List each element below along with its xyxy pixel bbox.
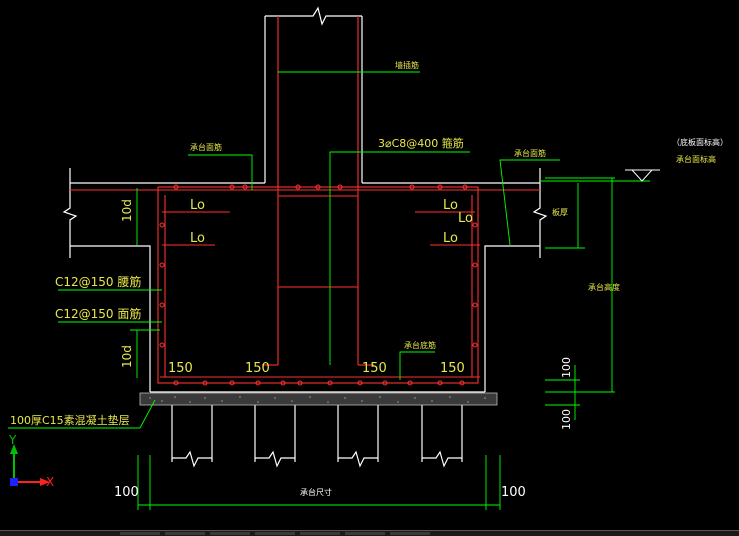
slab-bottom-left (70, 245, 151, 392)
leaders (8, 71, 650, 510)
cap-rebar-cage (157, 186, 479, 384)
ucs-axis-icon: Y X (8, 433, 54, 489)
cushion-hatch (149, 396, 486, 403)
label-side-1: C12@150 腰筋 (55, 274, 141, 289)
label-lo-right-3: Lo (443, 231, 458, 246)
label-150-a: 150 (168, 361, 193, 376)
annotations: 墙插筋 承台面筋 3⌀C8@400 箍筋 承台面筋 （底板面标高） 承台面标高 … (10, 60, 728, 497)
label-cap-height: 承台高度 (588, 282, 620, 292)
elevation-marker (630, 169, 654, 182)
cushion-layer (139, 392, 498, 406)
slab-break-right (532, 168, 548, 258)
label-lo-right-1: Lo (443, 198, 458, 213)
label-10d-bottom: 10d (120, 345, 134, 368)
label-100-right-1: 100 (560, 357, 573, 378)
axis-y-label: Y (8, 433, 17, 447)
label-100-bottom-left: 100 (114, 485, 139, 500)
leader-stirrup (329, 151, 470, 365)
label-100-bottom-right: 100 (501, 485, 526, 500)
label-150-c: 150 (362, 361, 387, 376)
label-cap-bottom-rebar: 承台底筋 (404, 340, 436, 350)
axis-x-label: X (46, 475, 54, 489)
label-150-d: 150 (440, 361, 465, 376)
label-side-2: C12@150 面筋 (55, 306, 141, 321)
label-150-b: 150 (245, 361, 270, 376)
label-cap-top-left: 承台面筋 (190, 142, 222, 152)
leader-cushion (8, 399, 156, 429)
leader-cap-top-left (188, 154, 253, 190)
label-lo-right-2: Lo (458, 211, 473, 226)
label-slab-thickness: 板厚 (552, 207, 568, 217)
leader-bottom-rebar (399, 351, 435, 380)
rebar-dots (159, 184, 478, 386)
concrete-outline (62, 6, 548, 468)
label-cap-size: 承台尺寸 (300, 487, 332, 497)
label-stirrup: 3⌀C8@400 箍筋 (378, 136, 464, 150)
wall-break-top (265, 6, 362, 26)
rebar (70, 16, 540, 384)
status-bar (0, 530, 739, 536)
rebar-text: Lo Lo Lo Lo Lo 150 150 150 150 100 100 (114, 198, 526, 500)
label-100-right-2: 100 (560, 409, 573, 430)
label-elevation-2: 承台面标高 (676, 154, 716, 164)
slab-break-left (62, 168, 78, 258)
slab-bottom-right (484, 245, 540, 392)
piles (171, 399, 463, 468)
leader-cap-top-right (499, 159, 560, 246)
label-cap-top-right: 承台面筋 (514, 148, 546, 158)
label-wall-rebar: 墙插筋 (395, 60, 419, 70)
label-lo-left-top: Lo (190, 198, 205, 213)
label-lo-left-bottom: Lo (190, 231, 205, 246)
label-cushion: 100厚C15素混凝土垫层 (10, 413, 130, 427)
label-elevation-1: （底板面标高） (672, 137, 728, 147)
label-10d-top: 10d (120, 199, 134, 222)
